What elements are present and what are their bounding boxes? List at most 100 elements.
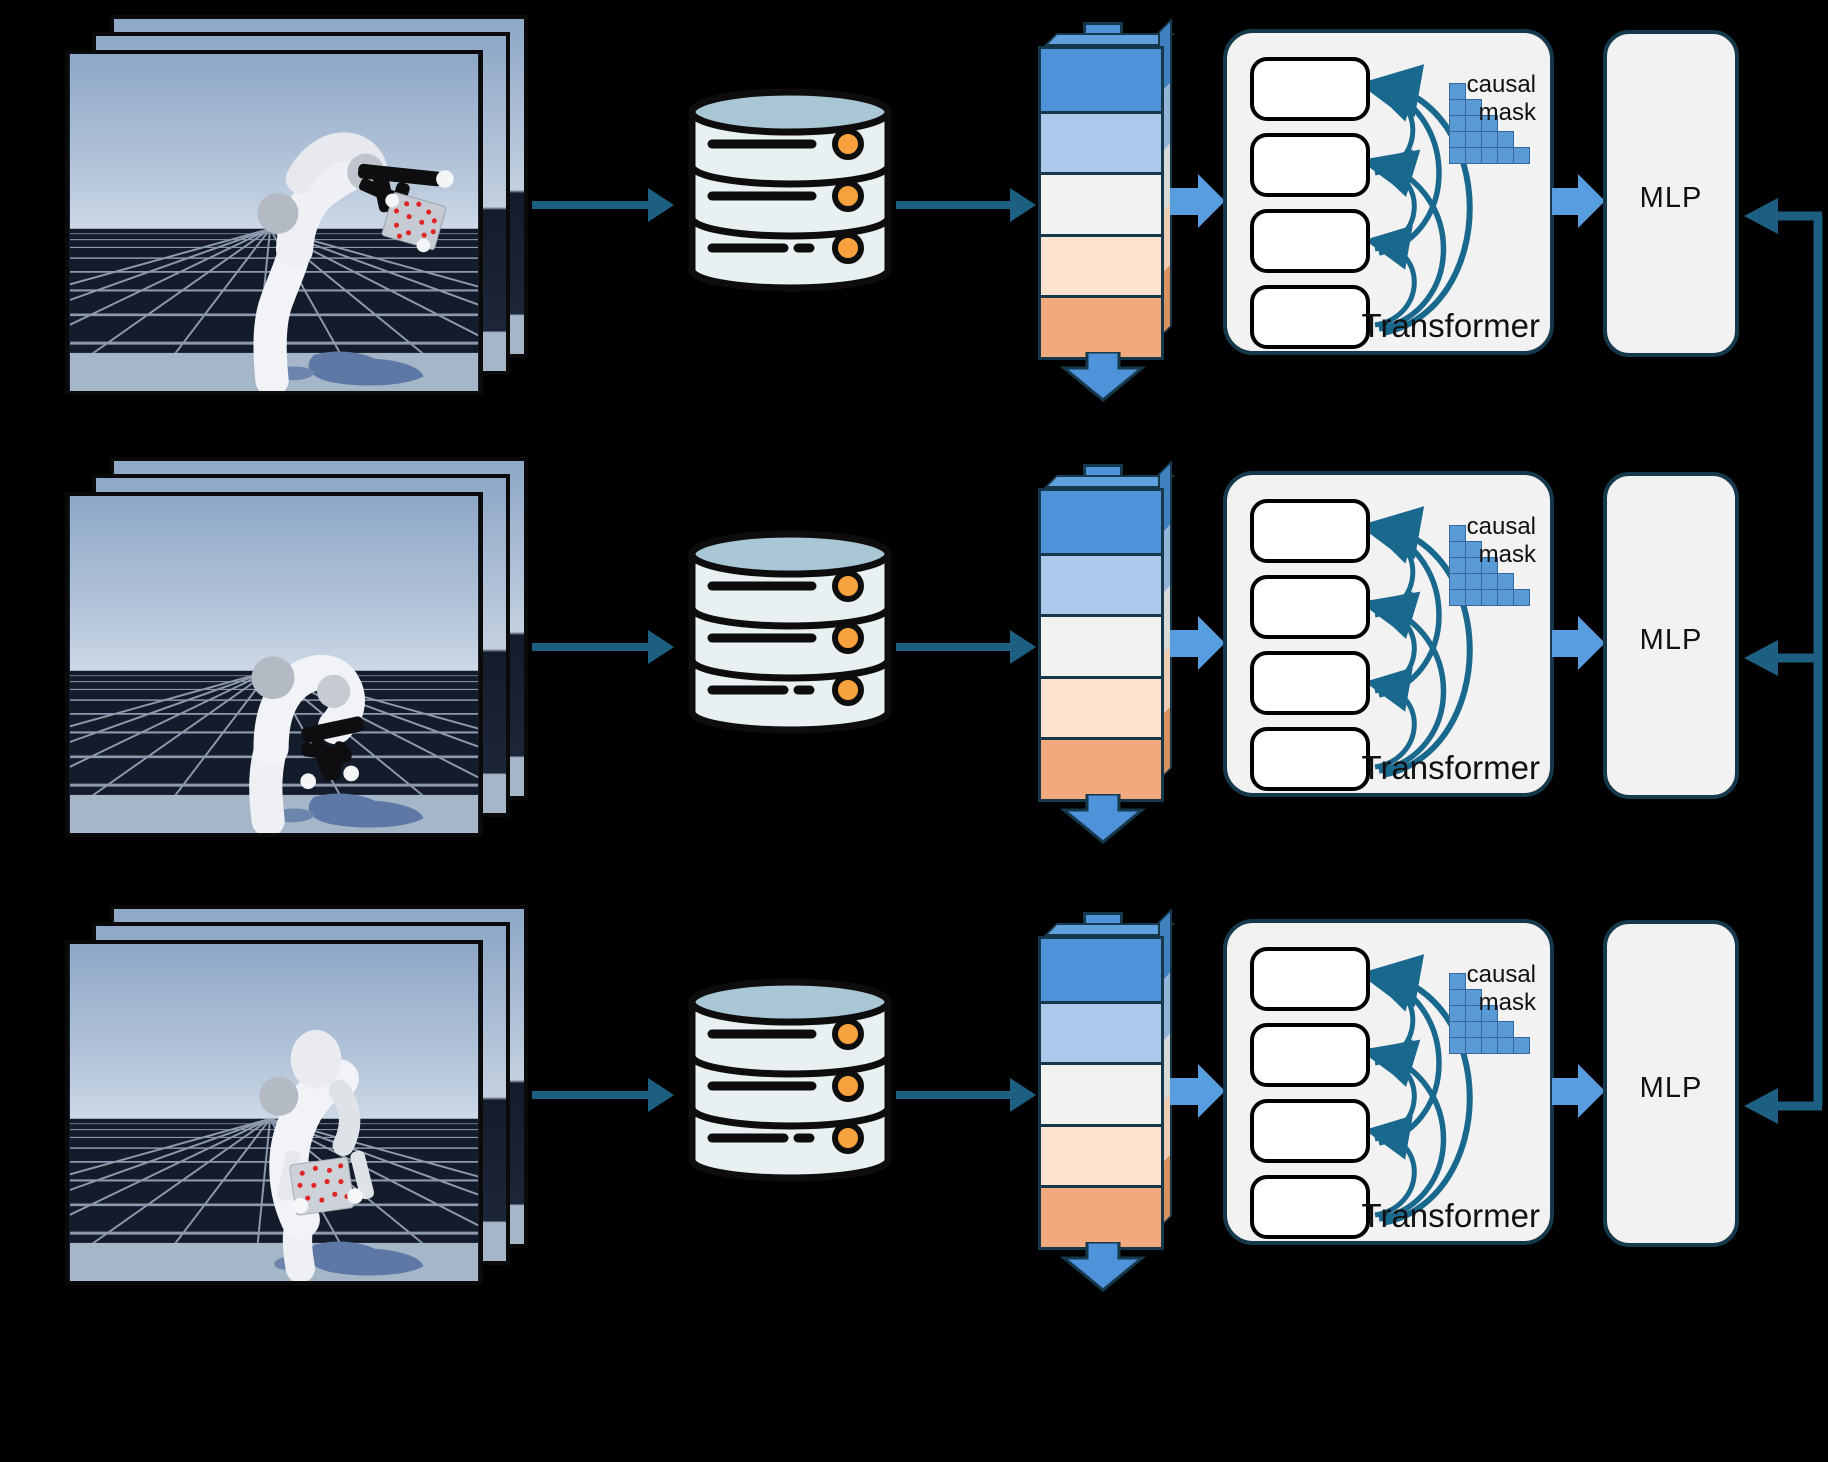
token-slot-4 bbox=[1250, 285, 1370, 349]
frames-to-database-arrowhead bbox=[648, 1078, 674, 1112]
down-block-arrow-icon bbox=[1059, 352, 1147, 402]
token-slot-4 bbox=[1250, 727, 1370, 791]
causal-mask-cell bbox=[1481, 1037, 1498, 1054]
causal-mask-label-line2: mask bbox=[1478, 989, 1536, 1016]
robot-scene-image bbox=[69, 496, 479, 833]
causal-mask-cell bbox=[1449, 589, 1466, 606]
causal-mask-cell bbox=[1449, 541, 1466, 558]
transformer-to-mlp-arrowhead bbox=[1578, 1064, 1605, 1118]
causal-mask-cell bbox=[1449, 525, 1466, 542]
causal-mask-cell bbox=[1481, 589, 1498, 606]
token-segment-5 bbox=[1041, 737, 1161, 799]
token-segment-3 bbox=[1041, 614, 1161, 676]
transformer-to-mlp-arrowhead bbox=[1578, 616, 1605, 670]
token-segment-4 bbox=[1041, 233, 1161, 296]
robot-scene-image bbox=[69, 944, 479, 1281]
causal-mask-row bbox=[1449, 557, 1529, 574]
pipeline-row-3: causal mask Transformer MLP bbox=[0, 890, 1828, 1332]
mlp-label: MLP bbox=[1639, 182, 1703, 214]
token-segment-2 bbox=[1041, 110, 1161, 173]
causal-mask-row bbox=[1449, 989, 1529, 1006]
causal-mask-cell bbox=[1497, 1037, 1514, 1054]
database-icon bbox=[688, 978, 892, 1182]
transformer-box: causal mask Transformer bbox=[1223, 29, 1554, 355]
database-to-tokens-arrowhead bbox=[1010, 630, 1036, 664]
mlp-box: MLP bbox=[1603, 472, 1739, 799]
causal-mask-cell bbox=[1513, 589, 1530, 606]
causal-mask-cell bbox=[1497, 1021, 1514, 1038]
causal-mask-cell bbox=[1481, 573, 1498, 590]
token-segment-3 bbox=[1041, 1062, 1161, 1124]
causal-mask-cell bbox=[1449, 1037, 1466, 1054]
tokens-to-transformer-arrowhead bbox=[1198, 1064, 1225, 1118]
causal-mask-row bbox=[1449, 573, 1529, 590]
causal-mask-cell bbox=[1513, 1037, 1530, 1054]
token-slot-4 bbox=[1250, 1175, 1370, 1239]
mlp-label: MLP bbox=[1639, 1072, 1703, 1104]
database-to-tokens-arrow bbox=[896, 201, 1012, 209]
mlp-box: MLP bbox=[1603, 920, 1739, 1247]
token-slot-3 bbox=[1250, 209, 1370, 273]
causal-mask-grid-icon bbox=[1449, 973, 1530, 1054]
causal-mask-label-line1: causal bbox=[1466, 71, 1536, 98]
token-slot-1 bbox=[1250, 947, 1370, 1011]
causal-mask-cell bbox=[1449, 557, 1466, 574]
causal-mask-cell bbox=[1465, 147, 1482, 164]
attention-arcs bbox=[1364, 954, 1473, 1226]
database-to-tokens-arrow bbox=[896, 1091, 1012, 1099]
mlp-label: MLP bbox=[1639, 624, 1703, 656]
token-stack-top-face bbox=[1044, 475, 1175, 488]
frames-to-database-arrowhead bbox=[648, 188, 674, 222]
tokens-to-transformer-arrow bbox=[1170, 630, 1198, 657]
token-segment-3 bbox=[1041, 172, 1161, 234]
transformer-to-mlp-arrow bbox=[1552, 188, 1578, 215]
token-slot-3 bbox=[1250, 651, 1370, 715]
frames-to-database-arrow bbox=[532, 201, 650, 209]
causal-mask-cell bbox=[1449, 989, 1466, 1006]
causal-mask-cell bbox=[1449, 131, 1466, 148]
causal-mask-row bbox=[1449, 541, 1529, 558]
frames-to-database-arrowhead bbox=[648, 630, 674, 664]
causal-mask-cell bbox=[1449, 99, 1466, 116]
transformer-box: causal mask Transformer bbox=[1223, 471, 1554, 797]
transformer-label: Transformer bbox=[1361, 307, 1540, 344]
causal-mask-cell bbox=[1513, 147, 1530, 164]
causal-mask-cell bbox=[1497, 147, 1514, 164]
database-to-tokens-arrowhead bbox=[1010, 1078, 1036, 1112]
causal-mask-cell bbox=[1449, 115, 1466, 132]
token-slot-2 bbox=[1250, 133, 1370, 197]
causal-mask-row bbox=[1449, 589, 1530, 606]
robot-frame-main bbox=[65, 50, 483, 395]
token-slot-3 bbox=[1250, 1099, 1370, 1163]
transformer-label: Transformer bbox=[1361, 1197, 1540, 1234]
token-slot-2 bbox=[1250, 575, 1370, 639]
token-segment-1 bbox=[1041, 49, 1161, 111]
causal-mask-label: causal mask bbox=[1467, 513, 1536, 569]
causal-mask-cell bbox=[1465, 1021, 1482, 1038]
causal-mask-cell bbox=[1449, 973, 1466, 990]
token-segment-4 bbox=[1041, 675, 1161, 738]
tokens-to-transformer-arrowhead bbox=[1198, 616, 1225, 670]
causal-mask-label: causal mask bbox=[1467, 71, 1536, 127]
pipeline-row-2: causal mask Transformer MLP bbox=[0, 442, 1828, 884]
database-to-tokens-arrow bbox=[896, 643, 1012, 651]
database-to-tokens-arrowhead bbox=[1010, 188, 1036, 222]
causal-mask-cell bbox=[1481, 1021, 1498, 1038]
causal-mask-grid-icon bbox=[1449, 525, 1530, 606]
token-segment-5 bbox=[1041, 295, 1161, 357]
token-stack-icon bbox=[1038, 488, 1164, 802]
causal-mask-cell bbox=[1465, 573, 1482, 590]
causal-mask-row bbox=[1449, 147, 1530, 164]
causal-mask-row bbox=[1449, 131, 1529, 148]
database-icon bbox=[688, 88, 892, 292]
causal-mask-cell bbox=[1449, 147, 1466, 164]
token-segment-1 bbox=[1041, 491, 1161, 553]
token-segment-5 bbox=[1041, 1185, 1161, 1247]
tokens-to-transformer-arrowhead bbox=[1198, 174, 1225, 228]
token-slot-1 bbox=[1250, 57, 1370, 121]
causal-mask-cell bbox=[1465, 1037, 1482, 1054]
token-stack-top-face bbox=[1044, 923, 1175, 936]
robot-arm-graphic bbox=[259, 1029, 375, 1281]
token-segment-2 bbox=[1041, 1000, 1161, 1063]
causal-mask-row bbox=[1449, 115, 1529, 132]
